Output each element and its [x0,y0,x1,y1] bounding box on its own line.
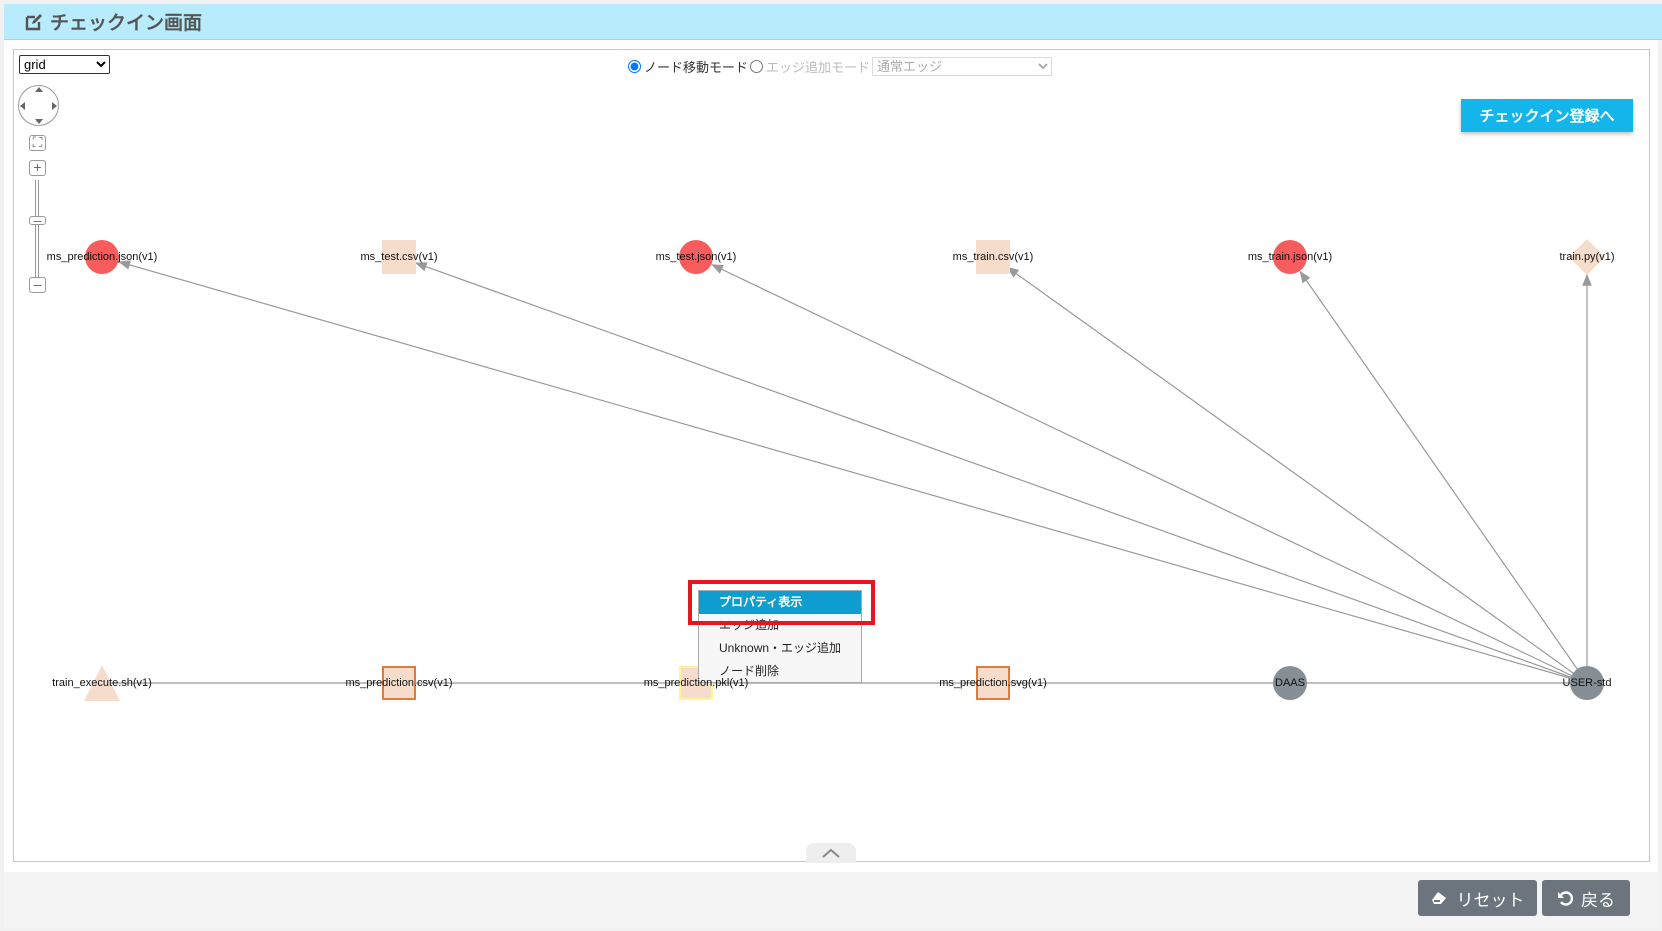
node-label: ms_test.json(v1) [655,251,737,263]
page-title: チェックイン画面 [50,13,203,34]
checkin-register-button[interactable]: チェックイン登録へ [1461,99,1633,132]
graph-node[interactable] [1273,240,1307,274]
graph-node[interactable] [679,240,713,274]
node-label: train.py(v1) [1559,251,1615,263]
pan-control[interactable] [18,85,59,126]
node-label: ms_test.csv(v1) [360,251,438,263]
edge-add-mode-radio[interactable] [750,59,764,73]
edge-type-select[interactable]: 通常エッジ [872,56,1053,76]
node-label: ms_prediction.pkl(v1) [643,677,749,689]
menu-item-show-properties[interactable]: プロパティ表示 [699,591,861,614]
mode-bar: ノード移動モード エッジ追加モード 通常エッジ [626,56,1053,76]
edge [1299,270,1588,684]
zoom-slider-handle[interactable]: – [29,213,46,227]
node-label: ms_prediction.json(v1) [46,251,158,263]
graph-node[interactable] [84,665,120,701]
highlight-box [688,580,875,625]
graph-node[interactable] [976,240,1010,274]
graph-node[interactable] [1273,666,1307,700]
back-button[interactable]: 戻る [1542,880,1630,916]
layout-select[interactable]: grid [19,55,110,74]
menu-item-add-unknown-edge[interactable]: Unknown・エッジ追加 [719,641,842,655]
node-label: ms_prediction.svg(v1) [939,677,1047,689]
pan-down-icon[interactable] [35,119,43,124]
node-move-mode-label: ノード移動モード [644,59,749,75]
undo-icon [1558,891,1573,906]
eraser-icon [1431,892,1446,904]
collapse-panel-button[interactable] [806,843,856,863]
page-header: チェックイン画面 [4,4,1662,40]
pan-up-icon[interactable] [35,87,43,92]
graph-canvas[interactable] [13,49,1650,862]
node-label: ms_train.json(v1) [1247,251,1333,263]
footer-bar [4,872,1658,928]
node-label: USER-std [1562,677,1612,689]
node-label: ms_train.csv(v1) [952,251,1034,263]
chevron-up-icon [822,848,840,858]
graph-node[interactable] [1570,666,1604,700]
zoom-out-icon[interactable]: – [29,277,46,293]
zoom-in-icon[interactable]: + [29,160,46,176]
node-label: train_execute.sh(v1) [52,677,152,689]
node-label: DAAS [1275,677,1305,689]
edit-icon [25,13,42,30]
pan-left-icon[interactable] [20,102,25,110]
node-move-mode-radio[interactable] [628,59,641,73]
graph-node[interactable] [382,240,416,274]
pan-right-icon[interactable] [52,102,57,110]
context-menu: プロパティ表示 エッジ追加 Unknown・エッジ追加 ノード削除 [698,590,862,683]
graph-node[interactable] [976,666,1010,700]
node-label: ms_prediction.csv(v1) [345,677,453,689]
edge [1006,266,1588,684]
edge [711,264,1588,684]
menu-item-delete-node[interactable]: ノード削除 [719,664,780,678]
reset-label: リセット [1456,890,1525,910]
edge [414,262,1588,684]
reset-button[interactable]: リセット [1418,880,1537,916]
graph-node[interactable] [85,240,119,274]
zoom-slider[interactable] [35,180,39,282]
fit-view-icon[interactable]: ⛶ [29,135,46,151]
edge-add-mode-label: エッジ追加モード [766,59,871,75]
back-label: 戻る [1581,890,1615,910]
graph-node[interactable] [382,666,416,700]
edge [118,260,1588,684]
